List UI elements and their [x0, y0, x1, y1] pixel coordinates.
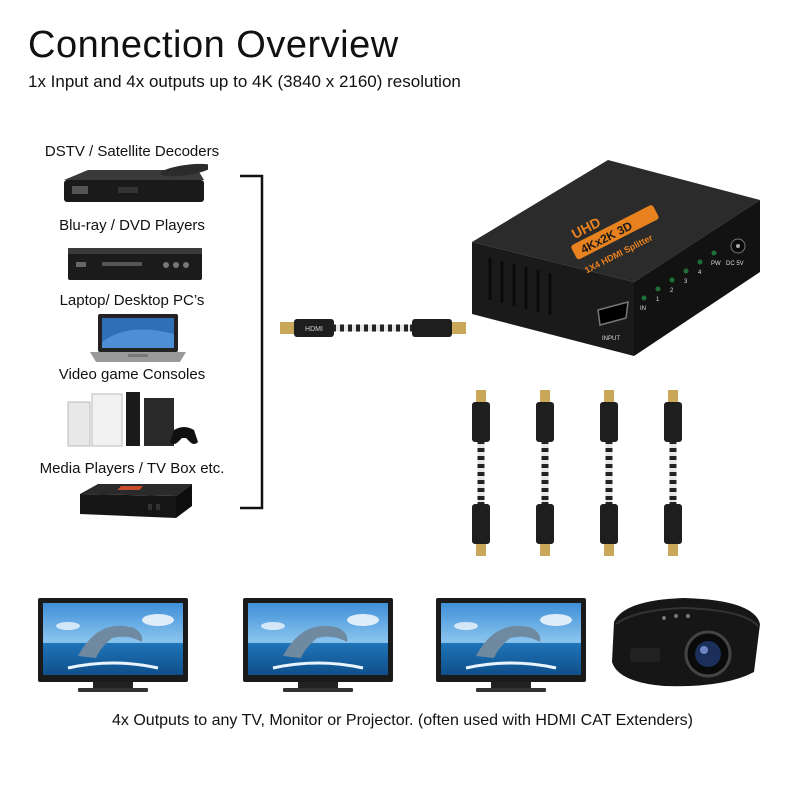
projector-icon	[612, 598, 760, 687]
port-label-1: 1	[656, 297, 660, 303]
dvd-player-icon	[68, 248, 202, 280]
page-subtitle: 1x Input and 4x outputs up to 4K (3840 x…	[28, 72, 461, 91]
laptop-icon	[90, 314, 186, 362]
output-displays	[36, 598, 588, 694]
source-label-console: Video game Consoles	[58, 366, 206, 383]
satellite-decoder-icon	[64, 163, 208, 202]
output-cable-4	[664, 390, 682, 556]
port-label-2: 2	[670, 288, 674, 294]
source-label-dvd: Blu-ray / DVD Players	[59, 217, 205, 234]
hdmi-splitter: UHD 4Kx2K 3D 1X4 HDMI Splitter INPUT IN …	[472, 160, 760, 356]
port-label-pw: PW	[711, 261, 721, 267]
tv-2	[241, 598, 395, 694]
footer-caption: 4x Outputs to any TV, Monitor or Project…	[112, 712, 693, 729]
page-title: Connection Overview	[28, 24, 399, 66]
source-bracket	[240, 174, 264, 510]
tv-3	[434, 598, 588, 694]
dc-label: DC 5V	[726, 261, 744, 267]
output-hdmi-cables	[472, 390, 682, 556]
port-label-in: IN	[640, 306, 646, 312]
source-label-satellite: DSTV / Satellite Decoders	[44, 143, 220, 160]
game-console-icon	[67, 392, 198, 447]
port-label-4: 4	[698, 270, 702, 276]
output-cable-3	[600, 390, 618, 556]
input-hdmi-cable: HDMI	[280, 319, 466, 337]
tv-1	[36, 598, 190, 694]
source-label-tvbox: Media Players / TV Box etc.	[39, 460, 225, 477]
cable-label: HDMI	[305, 326, 323, 333]
source-label-pc: Laptop/ Desktop PC’s	[59, 292, 205, 309]
output-cable-2	[536, 390, 554, 556]
input-port-label: INPUT	[602, 336, 620, 342]
port-label-3: 3	[684, 279, 688, 285]
output-cable-1	[472, 390, 490, 556]
tv-box-icon	[80, 484, 192, 518]
